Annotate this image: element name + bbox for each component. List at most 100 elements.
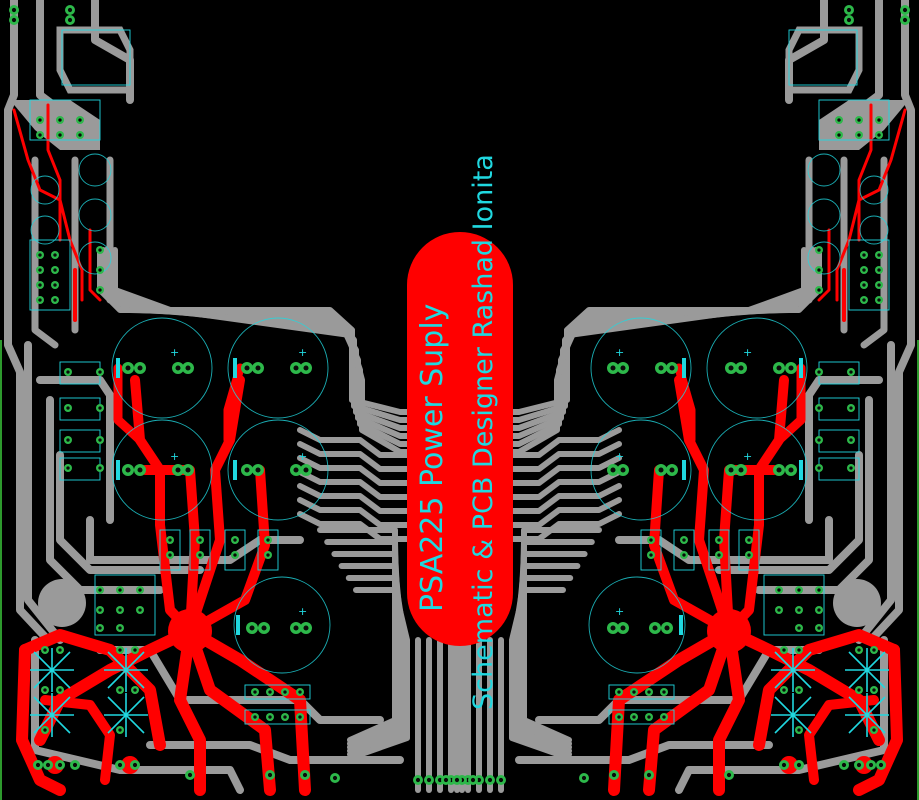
top-connector-outline [61, 29, 131, 86]
diode-pad-hole [747, 553, 751, 557]
input-pad-hole [846, 7, 852, 13]
diode-outline [738, 529, 760, 571]
input-pad-hole [11, 17, 17, 23]
edge-pad-hole [443, 777, 449, 783]
polarity-mark: + [615, 346, 624, 359]
cap-to-bridge-track-4 [185, 465, 270, 636]
diode-pad-hole [682, 553, 686, 557]
polarity-mark: + [743, 450, 752, 463]
bridge-out-track-2 [643, 625, 735, 796]
capacitor-pad-hole [303, 467, 309, 473]
diode-symbol [866, 669, 886, 689]
small-cap-outline [807, 153, 841, 187]
cap-to-bridge-track-2 [719, 465, 779, 636]
diode-outline [708, 529, 730, 571]
output-pad-hole [35, 762, 41, 768]
diode-symbol [792, 669, 812, 689]
diode-bridge-pad-hole [872, 688, 876, 692]
diode-symbol [107, 669, 127, 689]
resistor-pad-hole [849, 438, 853, 442]
diode-pad-hole [198, 553, 202, 557]
silkscreen-layer: ++++++++++ [29, 29, 890, 737]
cap-loop-track [805, 376, 883, 524]
resistor-pad-2-hole [617, 690, 621, 694]
capacitor-outline [111, 419, 213, 521]
ic-pad-hole [862, 268, 866, 272]
resistor-pad-2-hole [647, 690, 651, 694]
bridge-pad-hole [98, 626, 102, 630]
input-pad-hole [67, 17, 73, 23]
resistor-outline-2 [244, 709, 311, 725]
diode-pad-hole [168, 553, 172, 557]
module-pad-hole [78, 133, 82, 137]
bridge-pad-hole [817, 588, 821, 592]
capacitor-pad-hole [185, 467, 191, 473]
capacitor-pad-hole [175, 467, 181, 473]
module-pad-hole [38, 133, 42, 137]
output-pad-hole [187, 772, 193, 778]
bridge-pad-hole [98, 588, 102, 592]
small-cap-outline [859, 175, 889, 205]
diode-symbol [774, 669, 794, 689]
bridge-pad-hole [118, 588, 122, 592]
center-run-track [297, 483, 423, 514]
center-run-track [297, 497, 423, 528]
minus-bar [799, 460, 803, 480]
diode-pad-hole [198, 538, 202, 542]
designer-credit: Schematic & PCB Designer Rashad Ionita [468, 154, 499, 710]
minus-bar [682, 358, 686, 378]
thin-red-track-3 [817, 228, 831, 302]
transformer-outline [29, 99, 101, 141]
diode-loop-red [753, 629, 900, 751]
capacitor-pad-hole [610, 365, 616, 371]
board-title: PSA225 Power Suply [415, 303, 450, 612]
ic-pad-hole [38, 253, 42, 257]
capacitor-pad-hole [137, 467, 143, 473]
resistor-pad-hole [66, 370, 70, 374]
diode-loop-red [19, 629, 166, 751]
output-pad-hole [117, 762, 123, 768]
center-run-track [496, 497, 622, 528]
bridge-pad-hole [777, 608, 781, 612]
module-pad-hole [837, 118, 841, 122]
capacitor-pad-hole [738, 365, 744, 371]
module-pad-hole [877, 118, 881, 122]
bridge-pad-hole [777, 588, 781, 592]
diode-bridge-pad-hole [118, 688, 122, 692]
diode-bridge-pad-hole [797, 728, 801, 732]
diode-symbol [866, 696, 886, 716]
capacitor-pad-hole [303, 625, 309, 631]
capacitor-pad-hole [244, 467, 250, 473]
resistor-pad-hole [817, 370, 821, 374]
edge-pad-hole [454, 777, 460, 783]
edge-pad-hole [426, 777, 432, 783]
diode-symbol [792, 714, 812, 734]
capacitor-pad-hole [610, 467, 616, 473]
capacitor-pad-hole [728, 467, 734, 473]
polarity-mark: + [298, 346, 307, 359]
bridge-pad-hole [138, 588, 142, 592]
center-run-track [297, 455, 423, 486]
diode-outline [673, 529, 695, 571]
output-pad-hole [878, 762, 884, 768]
small-cap-outline [78, 198, 112, 232]
ic-pad-hole [53, 268, 57, 272]
left-vertical-track [24, 341, 64, 644]
diode-bridge-pad-hole [133, 648, 137, 652]
capacitor-outline [227, 317, 329, 419]
polarity-mark: + [615, 450, 624, 463]
center-run-track [496, 441, 622, 472]
diode-pad-hole [649, 538, 653, 542]
bridge-pad-hole [797, 626, 801, 630]
ic-pad-hole [53, 253, 57, 257]
center-run-track [496, 469, 622, 500]
small-cap-outline [78, 241, 112, 275]
diode-symbol [125, 696, 145, 716]
capacitor-pad-hole [125, 467, 131, 473]
diode-symbol [792, 651, 812, 671]
capacitor-outline [111, 317, 213, 419]
resistor-pad-2-hole [662, 690, 666, 694]
bridge-pad-hole [118, 608, 122, 612]
capacitor-pad-hole [255, 365, 261, 371]
capacitor-outline [590, 419, 692, 521]
